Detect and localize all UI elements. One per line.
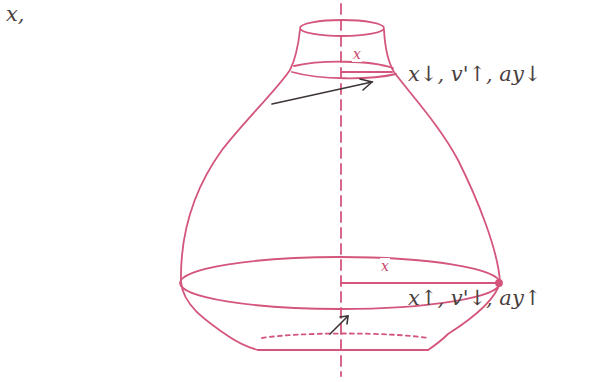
radius-label: x: [380, 258, 390, 274]
base-ellipse: [262, 334, 428, 339]
outline-left: [181, 30, 300, 350]
upper-radius: [341, 71, 392, 73]
neck-ellipse-top: [294, 62, 393, 68]
top-rim: [300, 20, 384, 36]
neck-ellipse-bottom: [292, 72, 396, 78]
base: [258, 349, 428, 351]
note-label: x↑, v'↓, ay↑: [408, 286, 541, 310]
radius-label: x: [352, 46, 362, 62]
arrow-upper: [272, 82, 372, 104]
middle-radius: [341, 282, 498, 284]
note-label: x↓, v'↑, ay↓: [408, 62, 541, 86]
note-label: x,: [6, 2, 25, 26]
radius-dot: [496, 280, 502, 286]
arrow-upper-head: [360, 79, 372, 90]
arrow-lower: [330, 316, 348, 334]
axis-line: [340, 4, 342, 376]
arrow-lower-head: [340, 316, 348, 324]
